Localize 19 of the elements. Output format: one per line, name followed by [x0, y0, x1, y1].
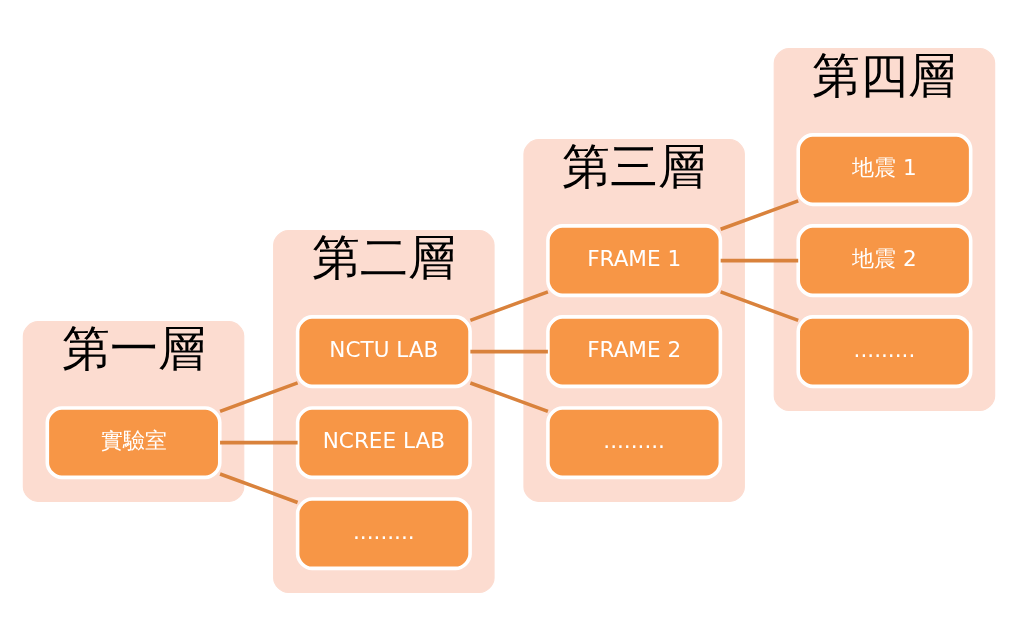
connector	[720, 258, 798, 263]
node-box: NCTU LAB	[295, 315, 472, 389]
node-box: FRAME 2	[545, 315, 722, 389]
node-box: 地震 2	[795, 224, 972, 298]
node-box: 地震 1	[795, 133, 972, 207]
connector	[719, 199, 799, 231]
node-box: .........	[545, 406, 722, 480]
node-box: 實驗室	[45, 406, 222, 480]
connector	[469, 381, 548, 414]
connector	[469, 349, 548, 354]
node-box: .........	[795, 315, 972, 389]
node-box: NCREE LAB	[295, 406, 472, 480]
connector	[719, 290, 799, 323]
node-box: FRAME 1	[545, 224, 722, 298]
connector	[218, 381, 298, 414]
connector	[218, 472, 298, 505]
connector	[469, 290, 549, 322]
node-box: .........	[295, 497, 472, 571]
connector	[219, 440, 298, 445]
